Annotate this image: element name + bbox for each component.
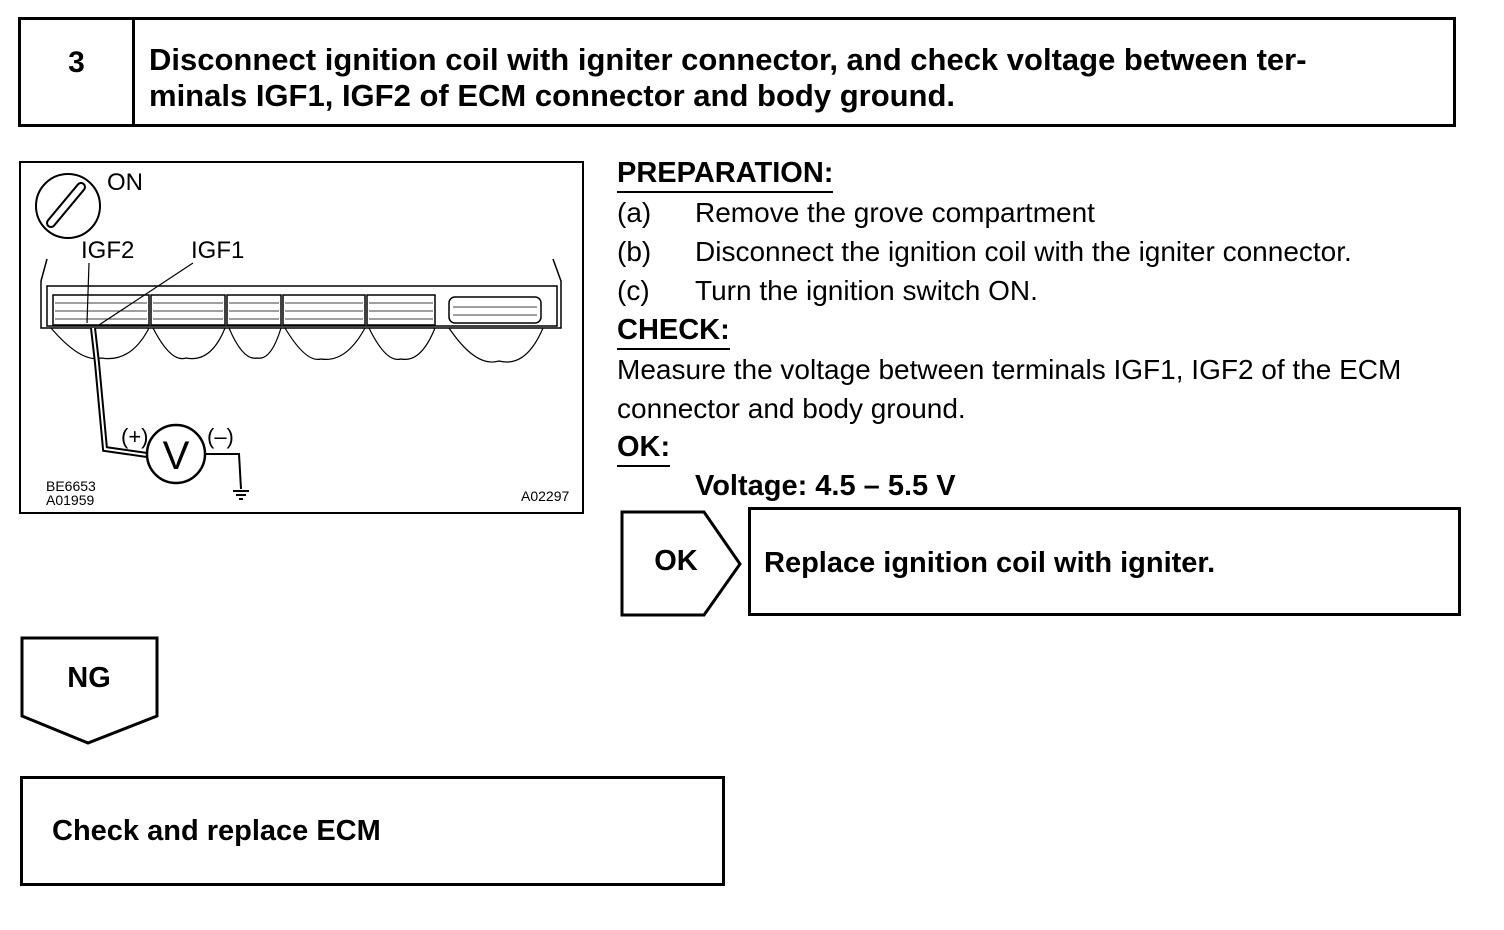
ng-label: NG [67, 662, 111, 694]
step-title-line-2: minals IGF1, IGF2 of ECM connector and b… [149, 78, 956, 113]
figure-code-1: BE6653 [46, 478, 96, 494]
minus-sign: (–) [207, 424, 234, 449]
step-number: 3 [21, 20, 135, 124]
step-title: Disconnect ignition coil with igniter co… [149, 42, 1439, 114]
check-text-line-2: connector and body ground. [617, 393, 966, 424]
plus-sign: (+) [121, 424, 149, 449]
preparation-list: (a)Remove the grove compartment (b)Disco… [617, 193, 1352, 310]
step-title-line-1: Disconnect ignition coil with igniter co… [149, 42, 1307, 77]
preparation-heading: PREPARATION: [617, 157, 834, 193]
preparation-step-a: (a)Remove the grove compartment [617, 197, 1095, 228]
preparation-step-c: (c)Turn the ignition switch ON. [617, 275, 1038, 306]
wiring-diagram: V (+) (–) ON IGF2 IGF1 BE6653 A01959 A02… [19, 161, 584, 514]
ok-arrow-icon [620, 510, 742, 617]
terminal-igf1-label: IGF1 [191, 237, 245, 264]
ground-icon [233, 490, 249, 500]
check-text-line-1: Measure the voltage between terminals IG… [617, 354, 1402, 385]
preparation-step-b: (b)Disconnect the ignition coil with the… [617, 236, 1352, 267]
ng-arrow-icon [20, 636, 159, 745]
check-heading: CHECK: [617, 314, 730, 350]
figure-code-2: A01959 [46, 492, 95, 508]
check-text: Measure the voltage between terminals IG… [617, 350, 1401, 428]
ok-spec-heading: OK: [617, 431, 671, 467]
voltmeter-icon: V [145, 423, 207, 485]
switch-label: ON [107, 169, 143, 196]
terminal-igf2-label: IGF2 [81, 237, 135, 264]
step-header: 3 Disconnect ignition coil with igniter … [18, 17, 1456, 127]
ignition-key-icon [35, 173, 101, 239]
ng-action-box: Check and replace ECM [20, 776, 725, 886]
ok-label: OK [654, 545, 698, 577]
voltmeter-symbol: V [163, 434, 190, 478]
ok-spec-value: Voltage: 4.5 – 5.5 V [695, 470, 956, 502]
figure-code-3: A02297 [521, 488, 570, 504]
ecm-connector-icon: V (+) (–) [35, 173, 562, 500]
ok-action-box: Replace ignition coil with igniter. [748, 507, 1461, 616]
